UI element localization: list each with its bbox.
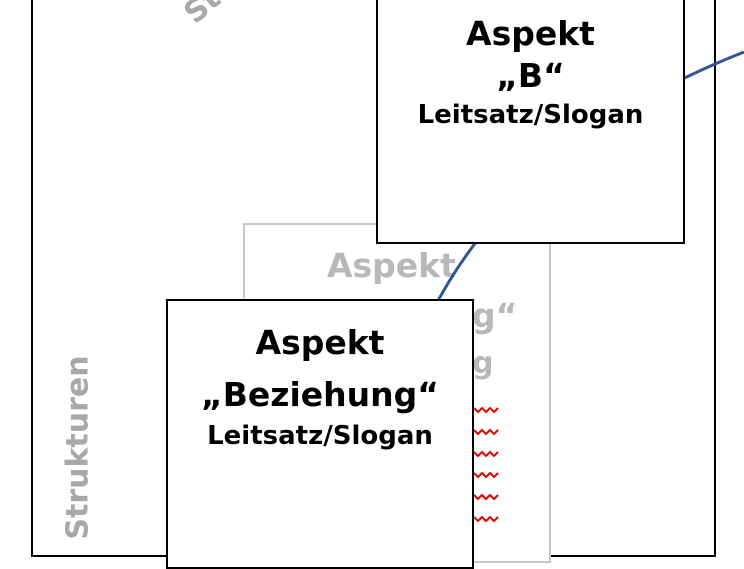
box-b-name: „B“ [496, 56, 565, 95]
spellcheck-squiggle [474, 471, 499, 479]
spellcheck-squiggle [474, 406, 499, 414]
box-beziehung-title: Aspekt [255, 323, 385, 362]
aspect-box-b[interactable]: Aspekt „B“ Leitsatz/Slogan [376, 0, 685, 244]
ghost-fragment-2: g [472, 346, 494, 381]
spellcheck-squiggle [474, 515, 499, 523]
box-b-title: Aspekt [466, 14, 595, 53]
ghost-fragment-1: g“ [472, 296, 518, 335]
aspect-box-beziehung[interactable]: Aspekt „Beziehung“ Leitsatz/Slogan [166, 299, 474, 569]
box-b-subtitle: Leitsatz/Slogan [417, 100, 644, 130]
box-beziehung-name: „Beziehung“ [201, 375, 439, 414]
spellcheck-squiggle [474, 493, 499, 501]
ghost-title: Aspekt [327, 246, 456, 285]
spellcheck-squiggle [474, 428, 499, 436]
spellcheck-squiggle [474, 450, 499, 458]
box-beziehung-subtitle: Leitsatz/Slogan [207, 421, 433, 451]
